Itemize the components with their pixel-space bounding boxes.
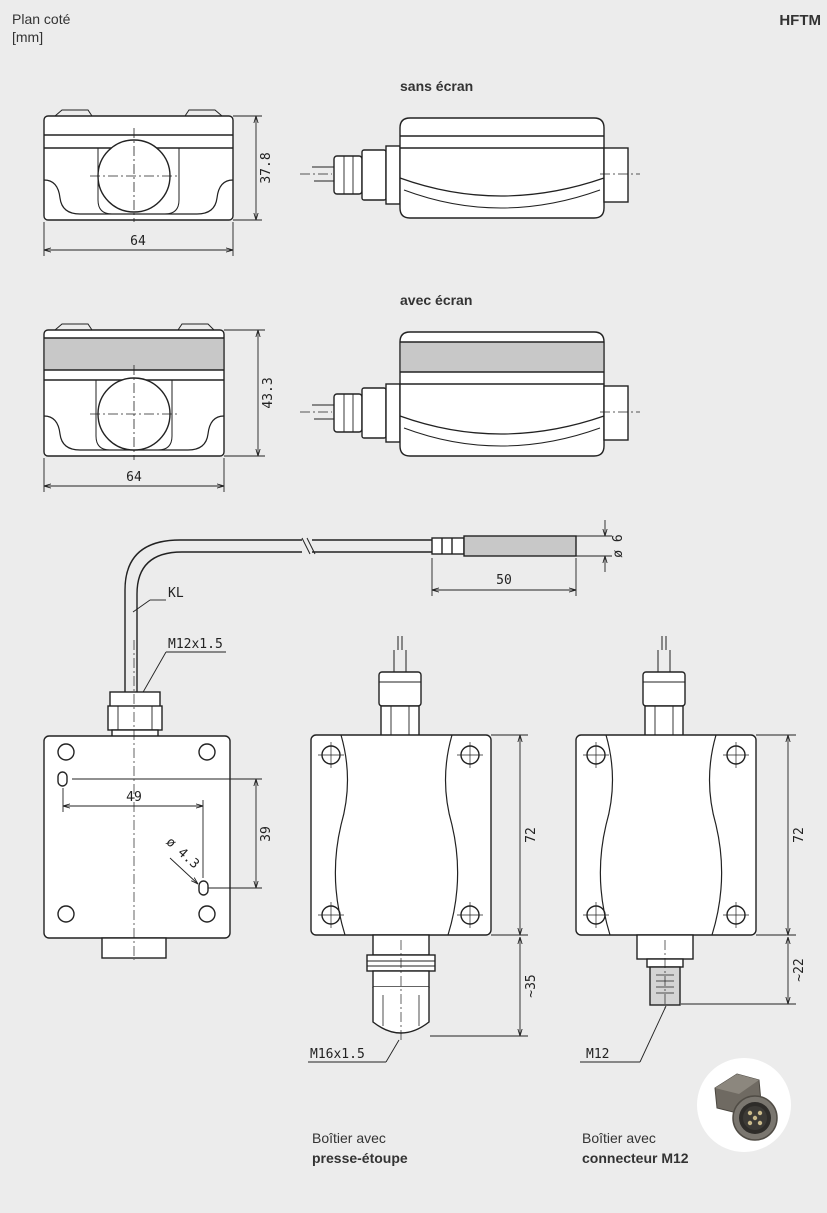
dimension-lines-with-display: [43, 329, 265, 492]
cable-label: KL: [168, 586, 184, 601]
side-view-without-display: [300, 117, 640, 219]
caption-m12-connector: Boîtier avec connecteur M12: [582, 1128, 689, 1168]
height-label-with-display: 43.3: [261, 377, 276, 408]
hole-spacing-x-label: 49: [126, 790, 142, 805]
gland-length-label: ~35: [524, 974, 539, 997]
dimension-lines-gland-housing: [308, 734, 528, 1063]
front-view-without-display: [43, 109, 234, 222]
side-view-with-display: [300, 331, 640, 457]
dimension-lines-mounting: [62, 778, 262, 889]
section-title-with-display: avec écran: [400, 292, 473, 308]
rear-view-housing: [43, 640, 231, 960]
gland-housing-height-label: 72: [524, 827, 539, 843]
gland-thread-label: M16x1.5: [310, 1047, 365, 1062]
housing-with-m12-connector: [575, 636, 757, 1010]
caption-m12-line2: connecteur M12: [582, 1150, 689, 1166]
section-title-without-display: sans écran: [400, 78, 474, 94]
caption-cable-gland-line2: presse-étoupe: [312, 1150, 408, 1166]
dimension-lines-probe: [132, 520, 612, 695]
dimension-lines-without-display: [43, 115, 262, 256]
drawing-title-unit: [mm]: [12, 29, 44, 45]
model-name: HFTM: [779, 12, 821, 29]
drawing-title-line1: Plan coté: [12, 11, 71, 27]
height-label-without-display: 37.8: [259, 152, 274, 183]
m12-housing-height-label: 72: [792, 827, 807, 843]
hole-spacing-y-label: 39: [259, 826, 274, 842]
probe-diameter-label: ø 6: [611, 534, 626, 557]
connector-length-label: ~22: [792, 958, 807, 981]
dimension-lines-m12-housing: [580, 734, 796, 1063]
width-label-with-display: 64: [126, 470, 142, 485]
caption-cable-gland: Boîtier avec presse-étoupe: [312, 1128, 408, 1168]
probe-length-label: 50: [496, 573, 512, 588]
m12-connector-photo: [697, 1058, 791, 1152]
caption-m12-line1: Boîtier avec: [582, 1130, 656, 1146]
m12-connector-image: [714, 1073, 778, 1141]
front-view-with-display: [43, 323, 225, 460]
caption-cable-gland-line1: Boîtier avec: [312, 1130, 386, 1146]
cable-with-probe: [124, 535, 577, 692]
width-label-without-display: 64: [130, 234, 146, 249]
drawing-title: Plan coté [mm]: [12, 10, 70, 46]
cable-gland-thread-label: M12x1.5: [168, 637, 223, 652]
connector-label: M12: [586, 1047, 609, 1062]
housing-with-cable-gland: [310, 636, 492, 1040]
